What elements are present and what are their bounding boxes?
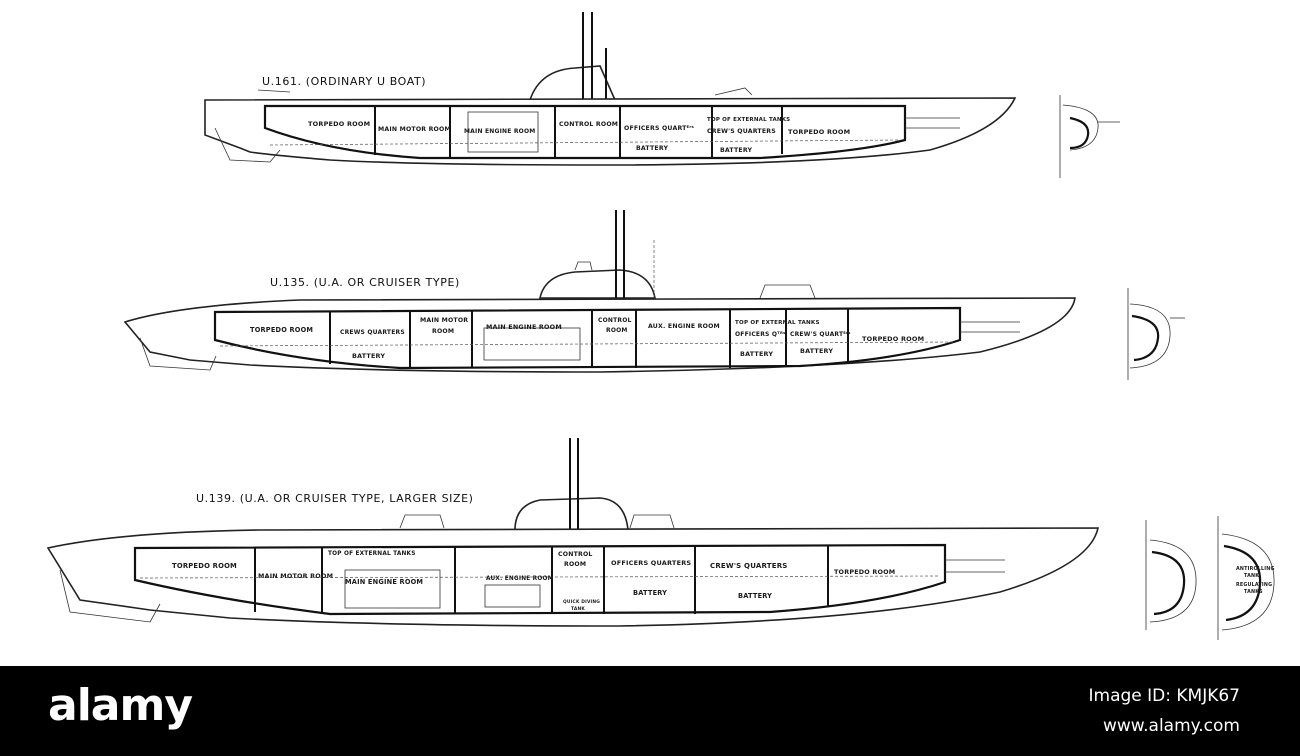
label-battery: BATTERY [800,347,833,355]
stock-banner: alamy Image ID: KMJK67 www.alamy.com [0,666,1300,756]
engine-block [483,327,581,361]
deck-line [139,575,941,579]
label-main-engine-room: MAIN ENGINE ROOM [345,578,423,586]
label-top-of-external-tanks: TOP OF EXTERNAL TANKS [735,320,820,326]
hull-outline [204,97,1017,166]
label-main-motor-room: MAIN MOTOR ROOM [378,126,451,133]
boat-u139-title: U.139. (U.A. OR CRUISER TYPE, LARGER SIZ… [196,492,474,505]
label-battery: BATTERY [720,147,752,154]
deck-line [219,341,956,347]
boat-u161-title: U.161. (ORDINARY U BOAT) [262,75,426,88]
label-main-motor-room: ROOM [432,328,454,335]
aux-engine-block [484,584,541,608]
section-view-tanks: ANTIROLLING TANK REGULATING TANKS [1217,516,1275,640]
deck-gun [574,261,593,271]
label-aux-engine-room: AUX. ENGINE ROOM [486,576,554,582]
section-view [1059,95,1120,178]
label-battery: BATTERY [740,350,773,358]
boat-u161: U.161. (ORDINARY U BOAT) TORPEDO ROOM MA… [204,12,1120,178]
boat-u135-title: U.135. (U.A. OR CRUISER TYPE) [270,276,460,289]
label-aux-engine-room: AUX. ENGINE ROOM [648,323,720,330]
rudder [59,569,161,623]
label-crews-quarters: CREW'S QUARTERS [707,128,776,135]
boat-u135: U.135. (U.A. OR CRUISER TYPE) TORPEDO RO… [123,210,1185,380]
engine-block [344,569,441,609]
label-control-room: ROOM [564,561,586,568]
hull-outline [46,527,1099,627]
label-control: CONTROL [558,551,593,558]
boat-u139: U.139. (U.A. OR CRUISER TYPE, LARGER SIZ… [46,438,1275,640]
deck-line [269,139,901,146]
conning-tower [528,65,617,101]
label-officers-quarters: OFFICERS QUARTᴱʳˢ [624,125,695,132]
label-regulating: REGULATING [1236,582,1272,588]
label-torpedo-room-fwd: TORPEDO ROOM [834,568,895,576]
label-quick-diving: QUICK DIVING [563,599,600,605]
label-control-room: ROOM [606,327,628,334]
label-officers-quarters: OFFICERS Qᵀᴿˢ [735,331,786,338]
label-torpedo-room-fwd: TORPEDO ROOM [862,335,924,343]
label-main-motor: MAIN MOTOR [420,317,468,324]
deck-gun [629,514,675,529]
label-regulating-tanks: TANKS [1244,589,1263,595]
alamy-logo: alamy [48,680,193,731]
label-top-of-external-tanks: TOP OF EXTERNAL TANKS [707,117,790,123]
title-underline [257,89,291,93]
label-quick-diving-tank: TANK [571,606,585,612]
rudder [139,337,217,371]
section-view [1127,288,1185,380]
drawing-canvas: U.161. (ORDINARY U BOAT) TORPEDO ROOM MA… [46,12,1275,640]
label-battery: BATTERY [633,589,667,597]
label-main-motor-room: MAIN MOTOR ROOM [258,572,333,580]
submarine-profiles-diagram: U.161. (ORDINARY U BOAT) TORPEDO ROOM MA… [46,12,1275,640]
label-torpedo-room-aft: TORPEDO ROOM [308,120,370,128]
label-battery: BATTERY [738,592,772,600]
label-torpedo-room-fwd: TORPEDO ROOM [788,128,850,136]
label-top-of-external-tanks: TOP OF EXTERNAL TANKS [328,551,416,557]
pressure-hull [263,104,907,160]
site-url: www.alamy.com [1102,716,1240,736]
conning-tower [514,497,629,531]
image-id: Image ID: KMJK67 [1088,686,1241,706]
section-view [1145,520,1197,630]
label-control-room: CONTROL ROOM [559,121,618,128]
engine-block [467,111,539,153]
deck-gun [399,514,445,529]
deck-gun [714,87,753,96]
label-torpedo-room-aft: TORPEDO ROOM [250,326,313,334]
label-crews-quarters: CREW'S QUARTERS [710,562,788,570]
conning-tower [539,269,656,299]
label-battery: BATTERY [636,145,668,152]
label-officers-quarters: OFFICERS QUARTERS [611,559,691,567]
label-main-engine-room: MAIN ENGINE ROOM [486,323,562,331]
deck-gun [759,284,816,299]
label-antirolling-tank: TANK [1244,573,1259,579]
label-antirolling: ANTIROLLING [1236,566,1275,572]
hull-outline [123,297,1076,373]
label-control: CONTROL [598,317,632,324]
pressure-hull [213,306,962,370]
label-main-engine-room: MAIN ENGINE ROOM [464,128,535,135]
label-battery: BATTERY [352,352,385,360]
pressure-hull [133,543,947,616]
label-torpedo-room-aft: TORPEDO ROOM [172,562,237,570]
rudder [214,127,281,163]
label-crews-quarters-fwd: CREW'S QUARTᴱʳˢ [790,331,851,338]
label-crews-quarters-aft: CREWS QUARTERS [340,329,405,336]
